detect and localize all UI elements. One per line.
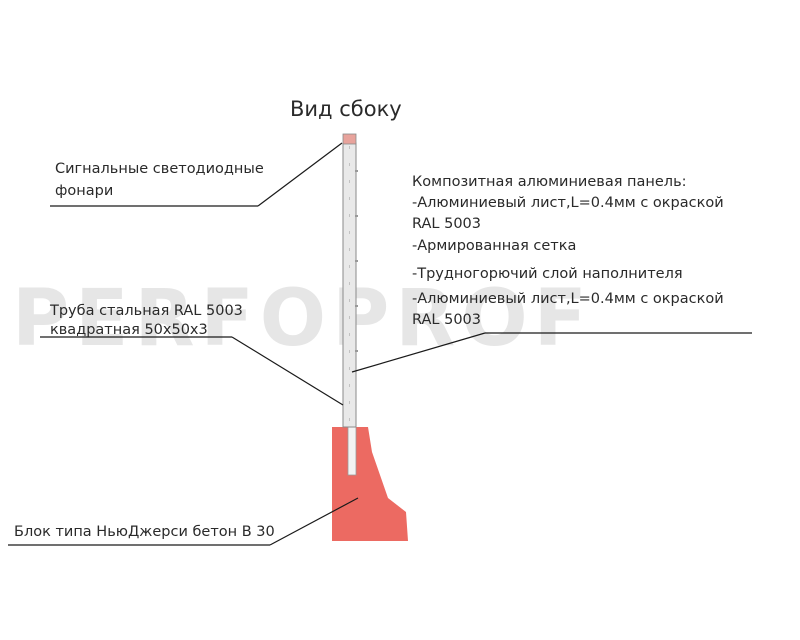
label-lights-line2: фонари xyxy=(55,183,113,199)
label-panel-line5: -Трудногорючий слой наполнителя xyxy=(412,266,683,282)
panel-fasteners xyxy=(355,170,358,352)
leader-block xyxy=(8,497,359,546)
label-block: Блок типа НьюДжерси бетон В 30 xyxy=(14,524,275,540)
fastener xyxy=(355,350,358,352)
diagram-title: Вид сбоку xyxy=(290,97,402,121)
fastener xyxy=(355,260,358,262)
label-panel-line3: RAL 5003 xyxy=(412,216,481,232)
label-lights-line1: Сигнальные светодиодные xyxy=(55,161,264,177)
label-panel-line7: RAL 5003 xyxy=(412,312,481,328)
pipe-anchor xyxy=(347,426,357,476)
fastener xyxy=(355,170,358,172)
leader-lights xyxy=(50,142,343,207)
leader-pipe xyxy=(40,336,344,406)
fastener xyxy=(355,305,358,307)
label-pipe-line2: квадратная 50x50x3 xyxy=(50,322,208,338)
concrete-block xyxy=(332,427,408,541)
fastener xyxy=(355,215,358,217)
label-panel-line1: Композитная алюминиевая панель: xyxy=(412,174,687,190)
label-pipe-line1: Труба стальная RAL 5003 xyxy=(49,303,243,319)
label-panel-line2: -Алюминиевый лист,L=0.4мм с окраской xyxy=(412,195,724,211)
label-panel-line6: -Алюминиевый лист,L=0.4мм с окраской xyxy=(412,291,724,307)
label-panel-line4: -Армированная сетка xyxy=(412,238,576,254)
watermark: PERFOPROF xyxy=(12,274,593,364)
signal-light xyxy=(342,133,357,145)
leader-panel xyxy=(351,332,752,373)
watermark-text: PERFOPROF xyxy=(12,274,593,364)
